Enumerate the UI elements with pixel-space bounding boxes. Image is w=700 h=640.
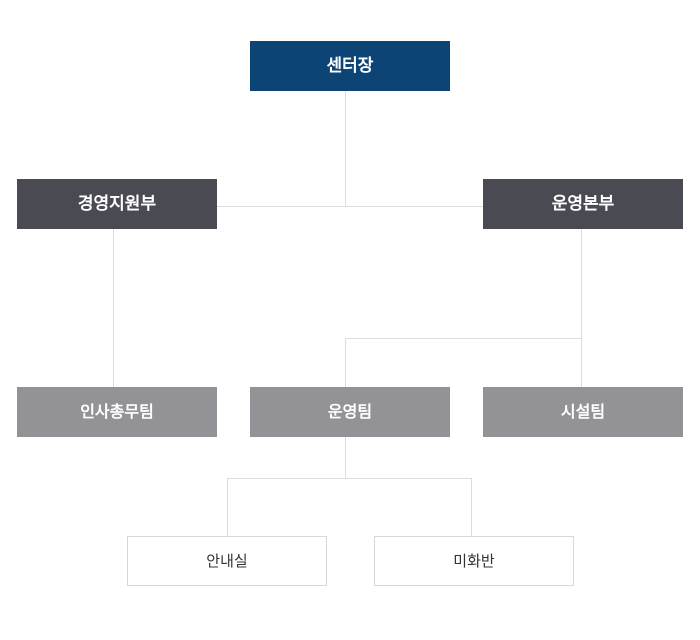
node-information-desk: 안내실 (127, 536, 327, 586)
connector-division-bar (217, 206, 483, 207)
connector-team-bar (345, 338, 582, 339)
node-operations-headquarters-label: 운영본부 (551, 193, 615, 214)
node-management-support: 경영지원부 (17, 179, 217, 229)
node-director: 센터장 (250, 41, 450, 91)
node-operations-headquarters: 운영본부 (483, 179, 683, 229)
node-hr-general-affairs-label: 인사총무팀 (80, 402, 154, 421)
node-facilities-team: 시설팀 (483, 387, 683, 437)
node-director-label: 센터장 (326, 55, 374, 76)
node-operations-team-label: 운영팀 (327, 402, 373, 421)
node-beautification-unit-label: 미화반 (453, 551, 495, 570)
connector-management-to-hr (113, 229, 114, 387)
node-hr-general-affairs: 인사총무팀 (17, 387, 217, 437)
connector-operations-hq-to-teams (581, 229, 582, 387)
node-operations-team: 운영팀 (250, 387, 450, 437)
connector-operations-team-to-units (345, 437, 346, 478)
node-management-support-label: 경영지원부 (77, 193, 157, 214)
connector-to-operations-team (345, 338, 346, 387)
node-information-desk-label: 안내실 (206, 551, 248, 570)
connector-to-beautification (471, 478, 472, 536)
node-facilities-team-label: 시설팀 (560, 402, 606, 421)
connector-director-to-divisions (345, 91, 346, 207)
connector-unit-bar (227, 478, 472, 479)
connector-to-information-desk (227, 478, 228, 536)
node-beautification-unit: 미화반 (374, 536, 574, 586)
